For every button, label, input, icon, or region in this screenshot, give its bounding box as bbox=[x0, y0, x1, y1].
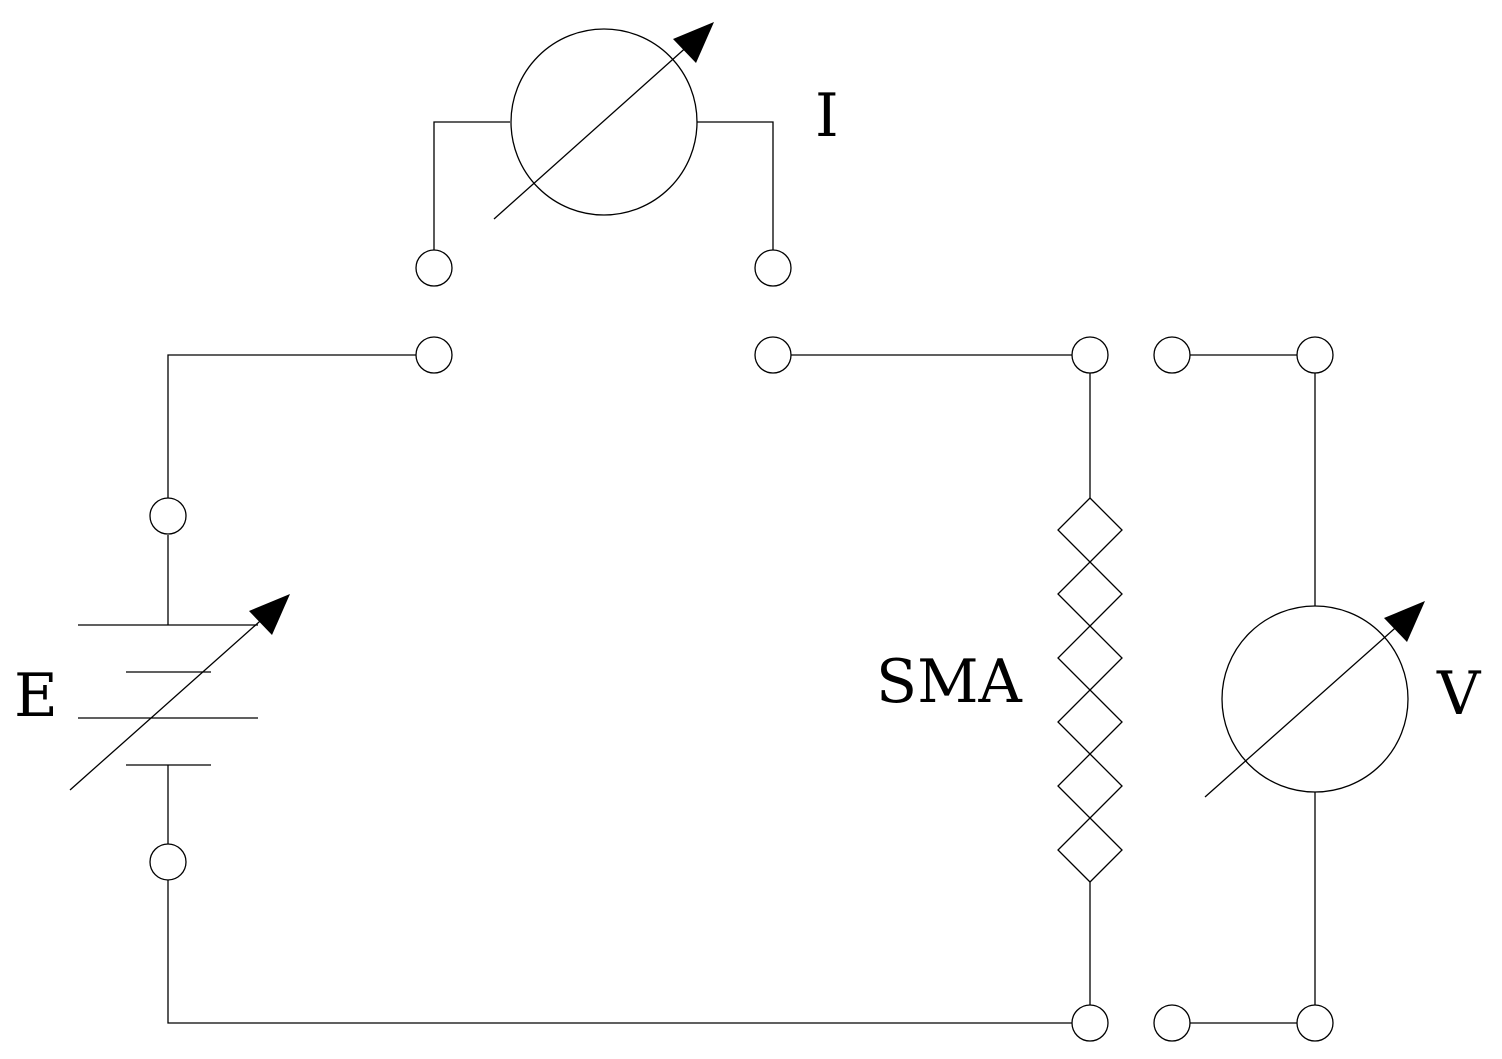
ammeter-circle bbox=[510, 28, 698, 216]
terminal-source-top bbox=[149, 497, 187, 535]
voltmeter-circle bbox=[1221, 605, 1409, 793]
ammeter-arrowhead-icon bbox=[673, 22, 714, 63]
voltmeter-label: V bbox=[1436, 659, 1482, 729]
sma-label: SMA bbox=[876, 647, 1023, 717]
wire-ammeter-left bbox=[433, 121, 510, 250]
wires bbox=[167, 121, 1316, 1024]
variable-voltage-source: E bbox=[14, 594, 290, 791]
wire-bottom bbox=[167, 880, 1072, 1024]
ammeter: I bbox=[493, 22, 839, 220]
ammeter-variable-arrow-shaft bbox=[493, 43, 691, 220]
terminal-sma-bottom bbox=[1071, 1004, 1109, 1042]
terminal-ammeter-left-lower bbox=[415, 336, 453, 374]
terminals bbox=[149, 249, 1334, 1042]
voltmeter-arrowhead-icon bbox=[1384, 601, 1425, 642]
terminal-voltmeter-bottom-right bbox=[1296, 1004, 1334, 1042]
terminal-ammeter-right-upper bbox=[754, 249, 792, 287]
wire-source-top bbox=[167, 354, 416, 498]
sma-zigzag-left bbox=[1057, 497, 1091, 883]
terminal-source-bottom bbox=[149, 843, 187, 881]
source-variable-arrow-shaft bbox=[69, 613, 269, 791]
terminal-ammeter-right-lower bbox=[754, 336, 792, 374]
terminal-voltmeter-top-right bbox=[1296, 336, 1334, 374]
ammeter-label: I bbox=[815, 81, 839, 151]
terminal-sma-top bbox=[1071, 336, 1109, 374]
sma-sample: SMA bbox=[876, 497, 1123, 883]
voltmeter: V bbox=[1204, 601, 1482, 798]
terminal-voltmeter-top-left bbox=[1153, 336, 1191, 374]
source-label: E bbox=[14, 661, 58, 731]
sma-zigzag-right bbox=[1089, 497, 1123, 883]
source-arrowhead-icon bbox=[249, 594, 290, 635]
voltmeter-variable-arrow-shaft bbox=[1204, 621, 1403, 798]
wire-ammeter-right bbox=[697, 121, 774, 250]
terminal-ammeter-left-upper bbox=[415, 249, 453, 287]
terminal-voltmeter-bottom-left bbox=[1153, 1004, 1191, 1042]
